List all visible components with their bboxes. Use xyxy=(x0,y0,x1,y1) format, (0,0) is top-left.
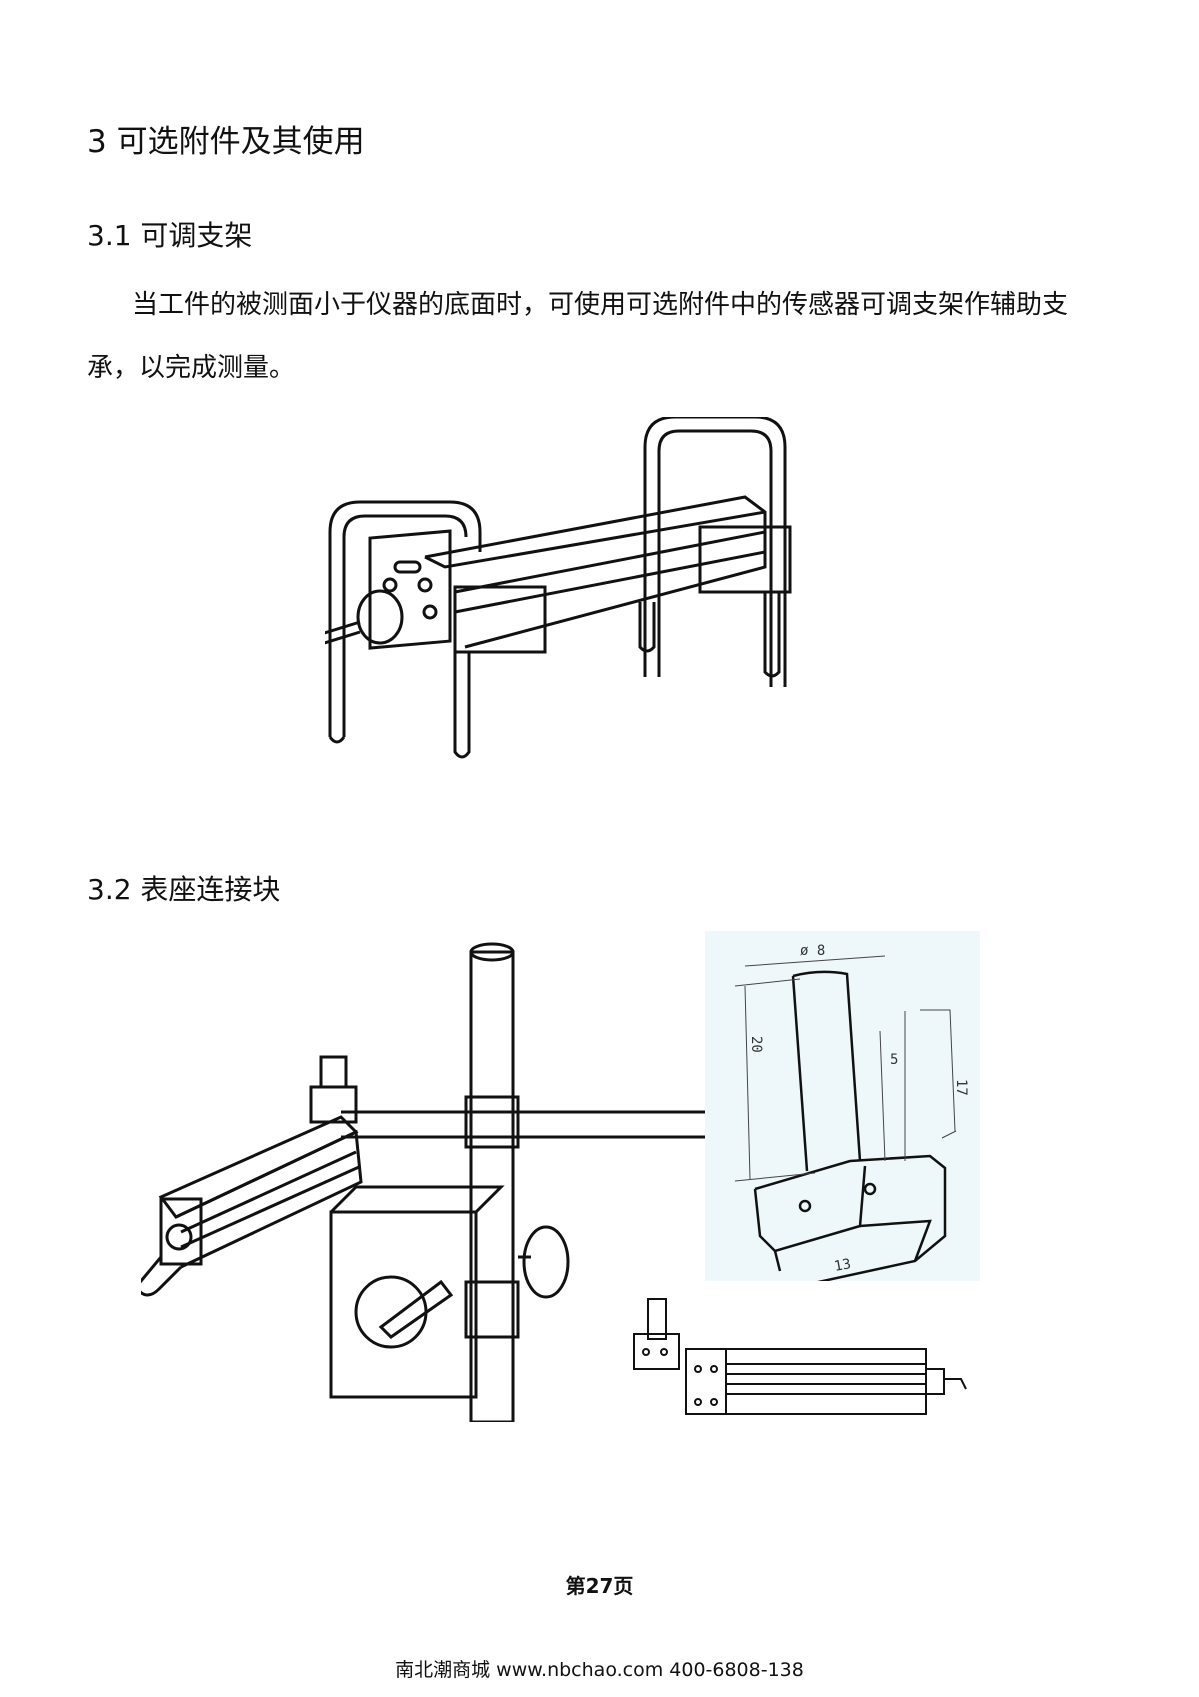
svg-text:13: 13 xyxy=(833,1256,852,1275)
section-heading-3-1: 3.1 可调支架 xyxy=(87,219,253,252)
page-number: 第27页 xyxy=(565,1574,634,1598)
footer-watermark: 南北潮商城 www.nbchao.com 400-6808-138 xyxy=(395,1659,804,1681)
dimension-drawing-panel xyxy=(705,931,980,1281)
svg-text:17: 17 xyxy=(953,1079,969,1096)
indicator-base-assembly-drawing xyxy=(141,942,716,1422)
section-heading-3-2: 3.2 表座连接块 xyxy=(87,873,281,906)
connection-block-dimension-drawing: ø 8 20 17 13 5 xyxy=(734,943,969,1281)
sensor-with-block-drawing xyxy=(633,1298,967,1415)
adjustable-stand-drawing xyxy=(325,417,792,759)
svg-text:20: 20 xyxy=(748,1036,764,1053)
chapter-heading: 3 可选附件及其使用 xyxy=(87,124,365,160)
svg-text:ø 8: ø 8 xyxy=(800,943,825,959)
svg-text:5: 5 xyxy=(890,1052,898,1068)
section-paragraph: 当工件的被测面小于仪器的底面时，可使用可选附件中的传感器可调支架作辅助支承，以完… xyxy=(87,290,1069,383)
